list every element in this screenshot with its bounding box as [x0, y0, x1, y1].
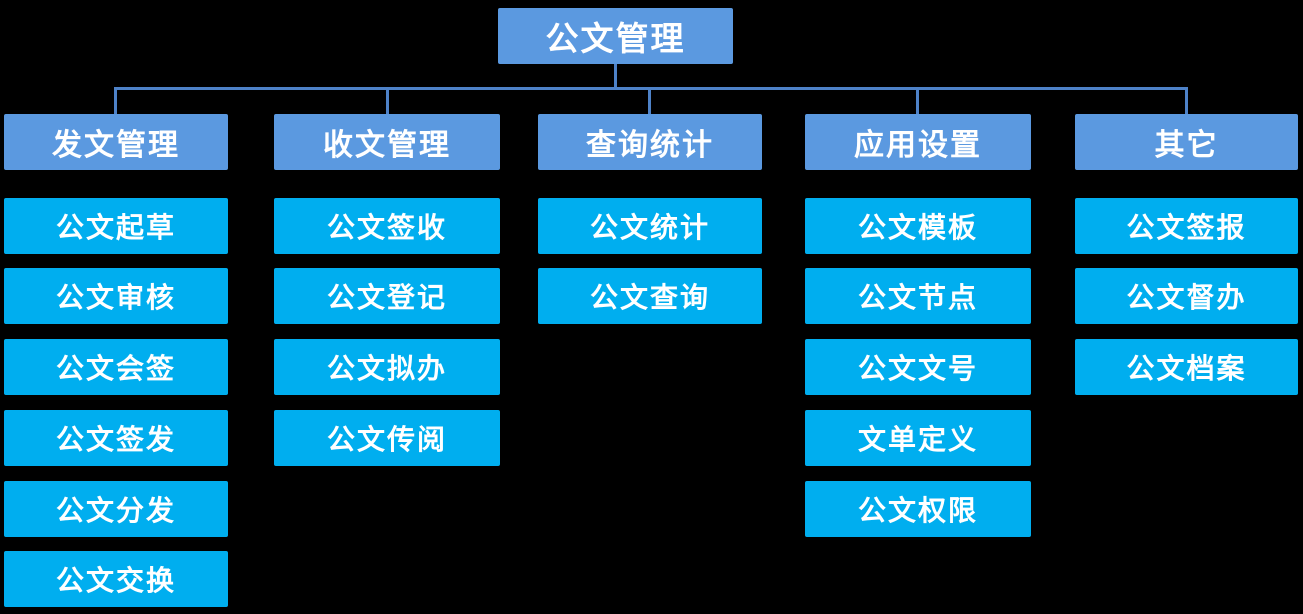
item-node: 公文节点	[805, 268, 1031, 324]
category-query-statistics: 查询统计	[538, 114, 762, 170]
item-node: 公文传阅	[274, 410, 500, 466]
category-incoming-management: 收文管理	[274, 114, 500, 170]
item-node: 公文查询	[538, 268, 762, 324]
item-node: 公文会签	[4, 339, 228, 395]
item-node: 公文签报	[1075, 198, 1298, 254]
category-app-settings: 应用设置	[805, 114, 1031, 170]
item-node: 公文拟办	[274, 339, 500, 395]
connector-drop-outgoing	[114, 87, 117, 115]
category-outgoing-management: 发文管理	[4, 114, 228, 170]
connector-drop-others	[1185, 87, 1188, 115]
item-node: 公文文号	[805, 339, 1031, 395]
root-node-document-management: 公文管理	[498, 8, 733, 64]
item-node: 公文起草	[4, 198, 228, 254]
connector-drop-settings	[916, 87, 919, 115]
item-node: 公文签发	[4, 410, 228, 466]
item-node: 公文分发	[4, 481, 228, 537]
item-node: 公文登记	[274, 268, 500, 324]
item-node: 公文模板	[805, 198, 1031, 254]
category-others: 其它	[1075, 114, 1298, 170]
item-node: 公文档案	[1075, 339, 1298, 395]
connector-drop-incoming	[386, 87, 389, 115]
item-node: 公文签收	[274, 198, 500, 254]
connector-horizontal-bus	[114, 87, 1188, 90]
item-node: 公文审核	[4, 268, 228, 324]
connector-root-stem	[614, 64, 617, 90]
connector-drop-query	[648, 87, 651, 115]
item-node: 公文督办	[1075, 268, 1298, 324]
item-node: 公文交换	[4, 551, 228, 607]
item-node: 公文统计	[538, 198, 762, 254]
item-node: 公文权限	[805, 481, 1031, 537]
item-node: 文单定义	[805, 410, 1031, 466]
